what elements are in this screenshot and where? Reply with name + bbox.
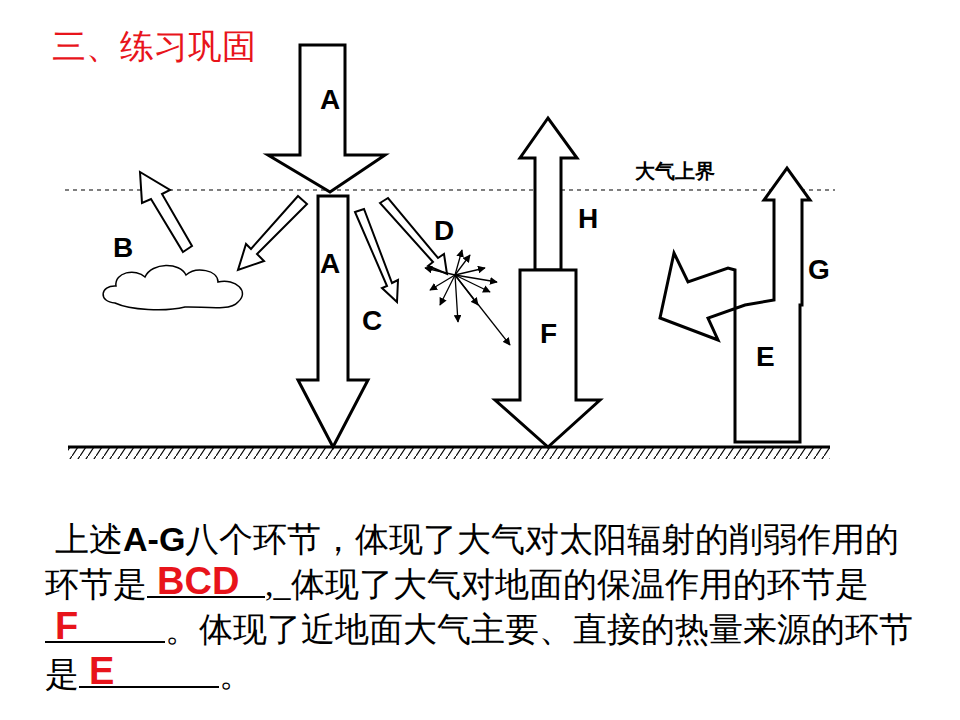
ground-radiation-arrow xyxy=(660,168,810,442)
ground-line xyxy=(68,446,830,449)
cloud xyxy=(103,265,242,309)
arrow-letter: H xyxy=(578,205,598,233)
longwave-up-arrow xyxy=(520,118,577,270)
answer-text: E xyxy=(89,650,114,692)
question-text: ,_体现了大气对地面的保温作用的环节是 xyxy=(265,566,869,603)
arrow-letter: A xyxy=(320,250,340,278)
atmosphere-top-line xyxy=(65,189,835,190)
arrow-letter: A xyxy=(320,86,340,114)
answer-blank: E xyxy=(79,652,219,688)
arrow-letter: C xyxy=(362,307,382,335)
ground-hatch xyxy=(68,447,830,459)
question-text: 。体现了近地面大气主要、直接的热量来源的环节是 xyxy=(45,611,913,693)
slide-title: 三、练习巩固 xyxy=(52,30,256,64)
solar-arrow xyxy=(268,45,385,192)
boundary-label: 大气上界 xyxy=(635,161,715,181)
answer-blank: BCD xyxy=(147,562,265,598)
scatter-rays xyxy=(425,250,510,345)
arrow-letter: G xyxy=(808,256,830,284)
question-text: 。 xyxy=(219,656,253,693)
answer-text: F xyxy=(55,605,78,647)
reflect-arrow-in xyxy=(238,196,307,270)
answer-blank: F xyxy=(45,607,165,643)
counter-radiation-arrow xyxy=(495,270,600,447)
arrow-letter: F xyxy=(540,320,557,348)
question-paragraph: 上述A-G八个环节，体现了大气对太阳辐射的削弱作用的环节是BCD,_体现了大气对… xyxy=(45,517,925,697)
question-text: A-G xyxy=(123,520,185,558)
arrow-letter: D xyxy=(434,217,454,245)
answer-text: BCD xyxy=(157,560,239,602)
absorb-arrow xyxy=(355,209,398,302)
arrow-letter: B xyxy=(113,234,133,262)
arrow-letter: E xyxy=(756,343,775,371)
reflect-arrow-out xyxy=(140,172,192,252)
solar-arrow xyxy=(298,196,368,447)
question-text: 上述 xyxy=(55,521,123,558)
